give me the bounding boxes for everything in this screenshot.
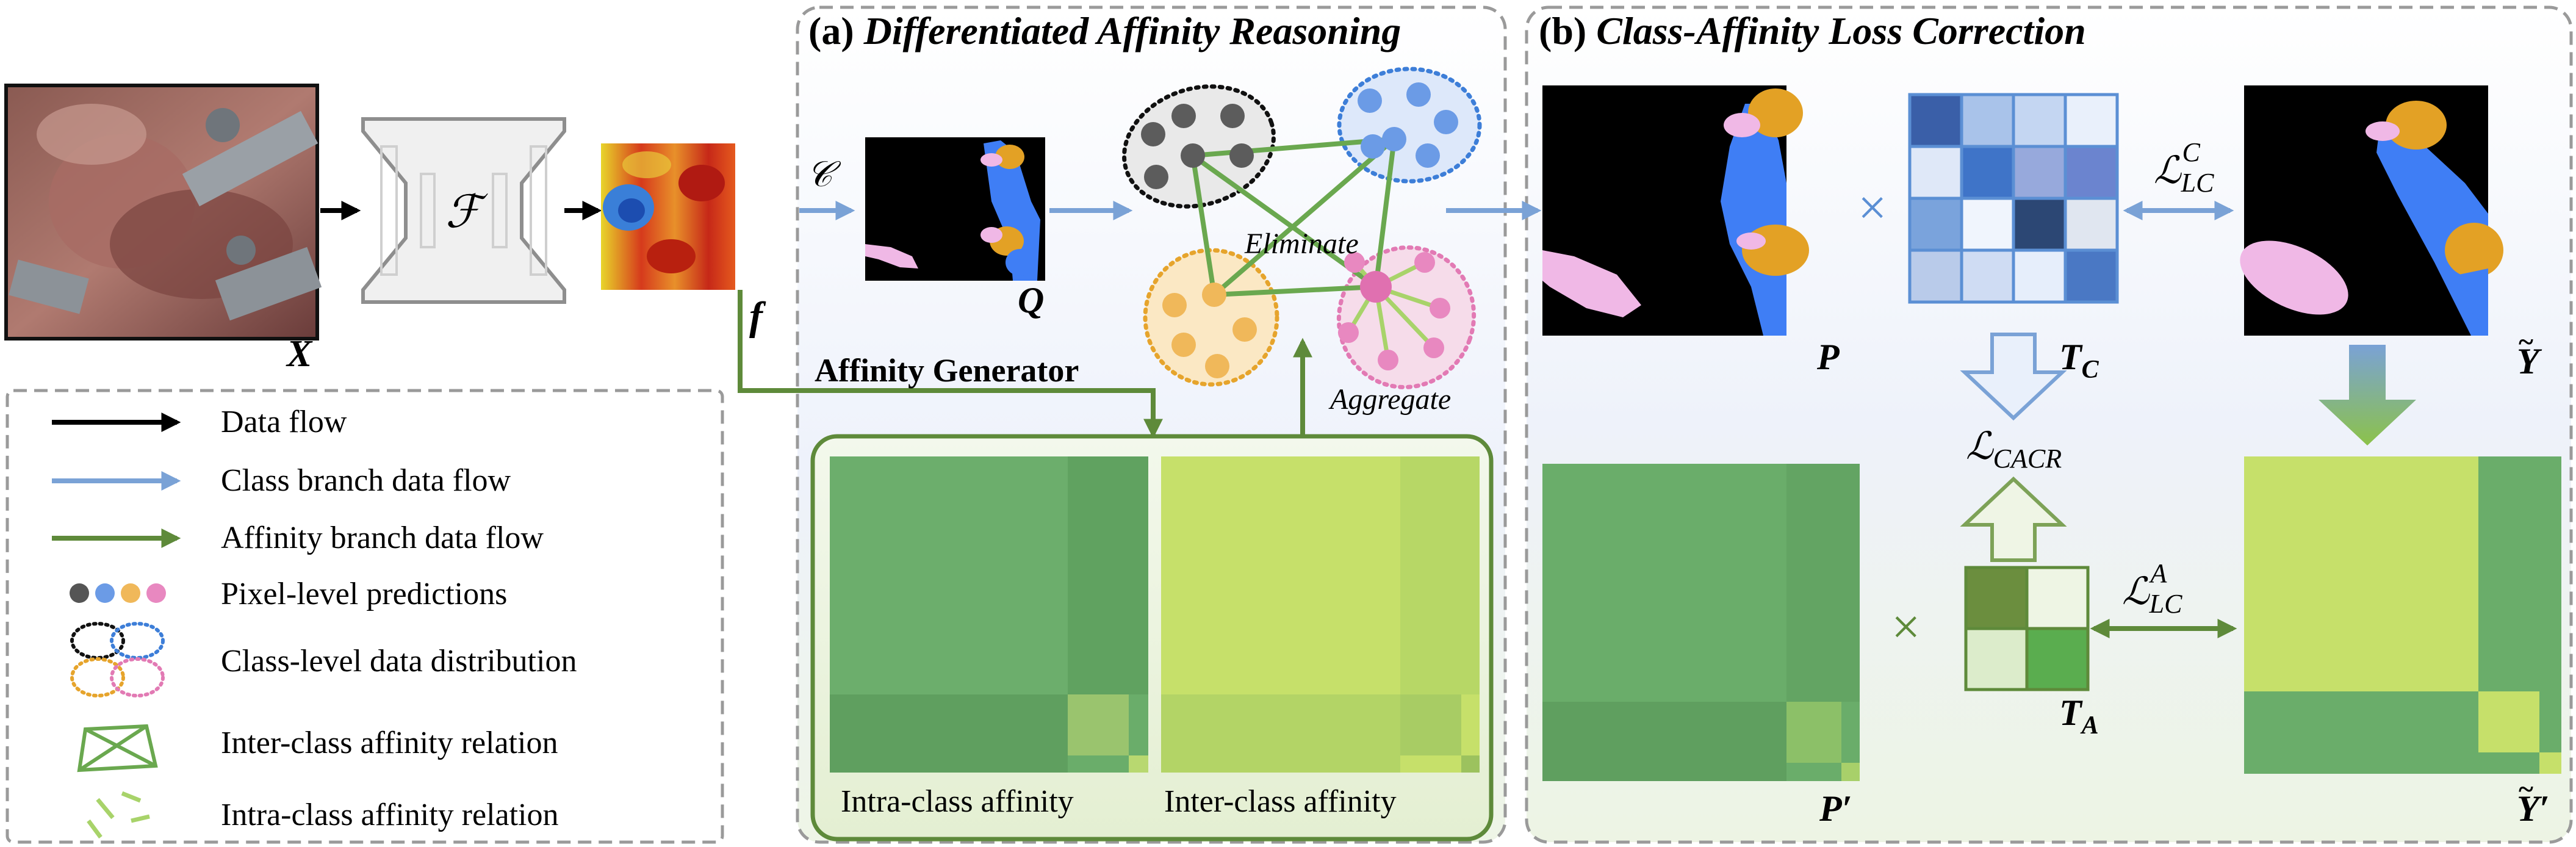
y-prime-matrix (2244, 456, 2561, 774)
y-prime-label: Y′ (2517, 788, 2550, 829)
input-surgical-image (4, 84, 322, 341)
input-var-label: X (286, 333, 313, 375)
panel-a-title: (a) Differentiated Affinity Reasoning (808, 9, 1401, 52)
legend-label: Inter-class affinity relation (221, 726, 558, 760)
multiply-class-sign: × (1858, 179, 1887, 236)
q-mask (865, 137, 1045, 281)
loss-lc-a: ℒLCA (2122, 558, 2182, 619)
class-clusters (1122, 67, 1482, 389)
inter-relation-icon (77, 724, 158, 773)
multiply-affinity-sign: × (1891, 599, 1920, 655)
affinity-flow-arrow (738, 290, 1163, 439)
gradient-down-arrow (2319, 345, 2416, 445)
y-tilde-mark: ~ (2519, 326, 2533, 357)
legend-label: Affinity branch data flow (221, 521, 544, 555)
eliminate-label: Eliminate (1244, 228, 1359, 260)
loss-lc-c: ℒLCC (2154, 137, 2214, 198)
inter-class-affinity-matrix (1161, 456, 1480, 773)
feature-var-label: f (749, 294, 766, 339)
legend-label: Class-level data distribution (221, 644, 577, 679)
dotted-clusters-icon (70, 622, 165, 697)
hollow-up-arrow (1960, 476, 2067, 562)
cluster-blue (1337, 67, 1482, 184)
ta-label: TA (2059, 693, 2099, 740)
legend-frame (5, 389, 724, 844)
ta-matrix (1964, 566, 2090, 691)
intra-class-affinity-matrix (830, 456, 1148, 773)
y-tilde-mask (2240, 85, 2503, 336)
inter-class-caption: Inter-class affinity (1164, 784, 1397, 819)
y-tilde-label: Y (2517, 341, 2542, 381)
panel-b-title: (b) Class-Affinity Loss Correction (1539, 9, 2086, 52)
p-var-label: P (1816, 337, 1840, 377)
legend (52, 413, 181, 839)
affinity-generator-label: Affinity Generator (815, 352, 1079, 389)
q-var-label: Q (1018, 280, 1044, 320)
p-prime-label: P′ (1819, 788, 1852, 829)
legend-label: Intra-class affinity relation (221, 798, 559, 832)
legend-label: Pixel-level predictions (221, 577, 507, 611)
network-f (361, 117, 566, 304)
colored-dots-icon (70, 583, 166, 603)
intra-class-caption: Intra-class affinity (841, 784, 1074, 819)
legend-label: Data flow (221, 405, 347, 439)
p-prime-matrix (1542, 464, 1860, 781)
loss-cacr: ℒCACR (1966, 426, 2062, 474)
feature-heatmap (601, 143, 735, 290)
aggregate-label: Aggregate (1328, 383, 1451, 416)
tc-matrix (1908, 93, 2119, 304)
tc-label: TC (2059, 337, 2099, 384)
legend-label: Class branch data flow (221, 463, 511, 498)
p-mask (1542, 85, 1809, 336)
intra-relation-icon (87, 791, 150, 839)
y-prime-tilde: ~ (2519, 773, 2533, 804)
hollow-down-arrow (1960, 333, 2067, 421)
